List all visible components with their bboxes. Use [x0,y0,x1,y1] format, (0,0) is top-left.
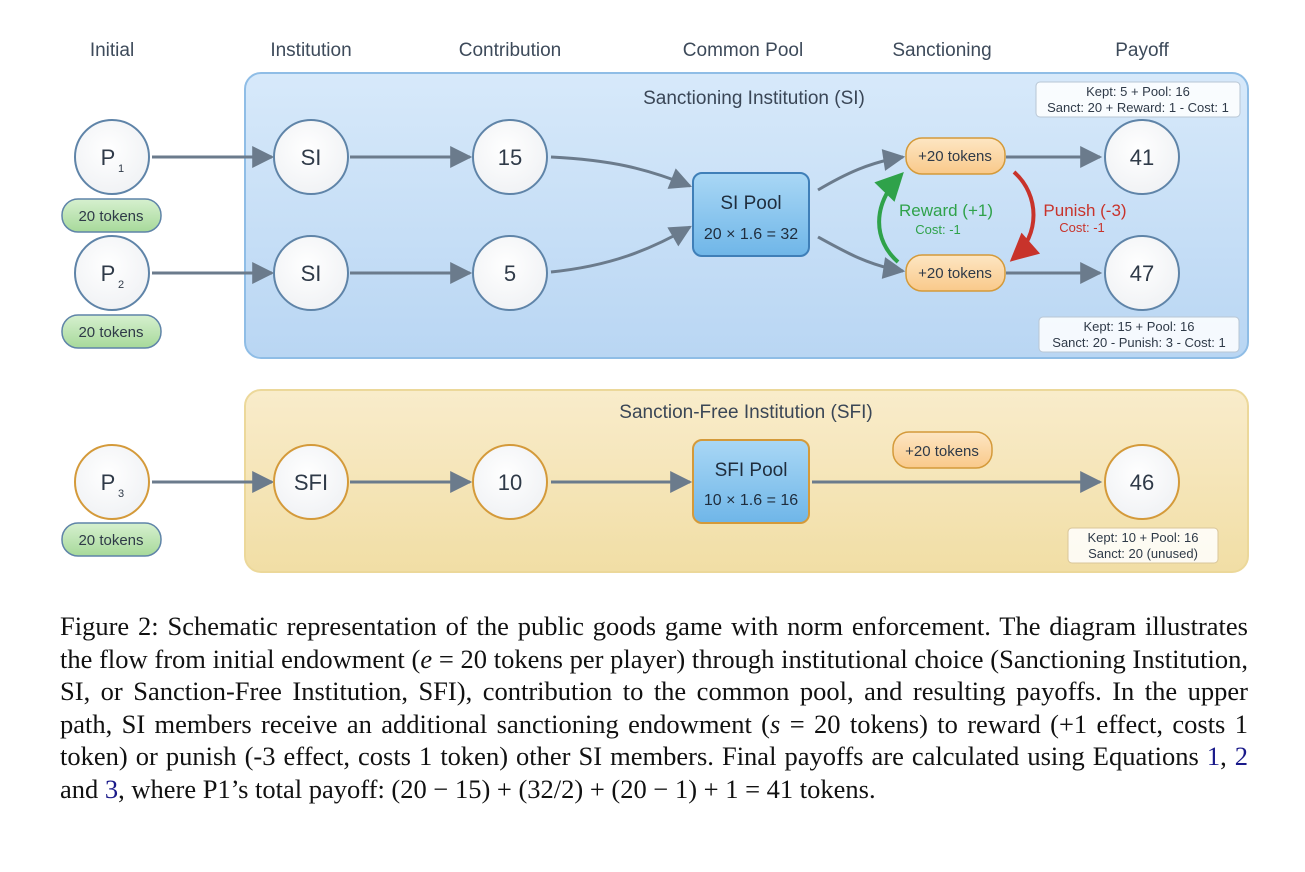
p1-endowment-label: 20 tokens [78,208,143,225]
punish-arrow [1009,170,1041,262]
institution-sfi-label: SFI [294,470,328,495]
payoff-note-p2-box [1038,316,1240,353]
col-header-common-pool: Common Pool [683,40,803,61]
player-p3-node [74,444,150,520]
payoff-note-p3-box [1067,527,1219,564]
sfi-pool-box [692,439,810,524]
figure-caption: Figure 2: Schematic representation of th… [60,610,1248,806]
caption-var-e: e [420,643,433,674]
payoff-label-p1: 41 [1130,145,1154,170]
caption-part-1: Figure 2: Schematic representation of th… [60,611,1248,674]
payoff-note-p1-box [1035,81,1241,118]
payoff-label-p2: 47 [1130,261,1154,286]
sfi-panel-title: Sanction-Free Institution (SFI) [619,402,872,423]
caption-sep-1: , [1220,741,1235,772]
caption-part-3: = 20 tokens) to reward (+1 effect, costs… [60,708,1248,772]
payoff-note-p2-line2: Sanct: 20 - Punish: 3 - Cost: 1 [1052,335,1225,350]
player-p1-node [74,119,150,195]
si-flow-arrows [152,146,1103,284]
player-p2-node [74,235,150,311]
arrow-15-to-pool [550,155,693,189]
col-header-initial: Initial [90,40,134,61]
col-header-sanctioning: Sanctioning [892,40,991,61]
payoff-node-p2 [1104,235,1180,311]
institution-si-label-1: SI [301,145,322,170]
p2-endowment-label: 20 tokens [78,324,143,341]
reward-label: Reward (+1) [899,201,993,220]
sanction-tokens-p2 [905,254,1006,292]
si-pool-calc: 20 × 1.6 = 32 [704,226,798,243]
sanction-tokens-p3-label: +20 tokens [905,443,979,460]
payoff-note-p1-line2: Sanct: 20 + Reward: 1 - Cost: 1 [1047,100,1229,115]
payoff-note-p3-line1: Kept: 10 + Pool: 16 [1088,530,1199,545]
contribution-label-p1: 15 [498,145,522,170]
player-p3-sub: 3 [118,488,124,500]
caption-part-4: , where P1’s total payoff: (20 − 15) + (… [118,773,876,804]
si-pool-box [692,172,810,257]
player-p1-sub: 1 [118,163,124,175]
p2-endowment-badge [61,314,162,349]
p3-endowment-badge [61,522,162,557]
punish-cost: Cost: -1 [1059,220,1105,235]
contribution-node-p2 [472,235,548,311]
contribution-node-p1 [472,119,548,195]
punish-label: Punish (-3) [1043,201,1126,220]
sanction-tokens-p2-label: +20 tokens [918,265,992,282]
player-p1-label: P [101,145,116,170]
sfi-pool-calc: 10 × 1.6 = 16 [704,492,798,509]
col-header-payoff: Payoff [1115,40,1169,61]
p3-endowment-label: 20 tokens [78,532,143,549]
si-panel-title: Sanctioning Institution (SI) [643,88,865,109]
payoff-note-p1-line1: Kept: 5 + Pool: 16 [1086,84,1190,99]
caption-part-2: = 20 tokens per player) through institut… [60,643,1248,739]
payoff-node-p3 [1104,444,1180,520]
si-pool-label: SI Pool [720,193,781,214]
equation-ref-1[interactable]: 1 [1206,741,1221,772]
player-p3-label: P [101,470,116,495]
caption-var-s: s [770,708,781,739]
equation-ref-2[interactable]: 2 [1234,741,1248,772]
institution-si-node-1 [273,119,349,195]
sanction-tokens-p3 [892,431,993,469]
p1-endowment-badge [61,198,162,233]
sfi-pool-label: SFI Pool [715,460,788,481]
caption-sep-2: and [60,773,105,804]
reward-arrow [874,171,904,264]
institution-sfi-node [273,444,349,520]
sanction-tokens-p1-label: +20 tokens [918,148,992,165]
arrow-pool-to-tok2 [817,235,906,279]
contribution-label-p3: 10 [498,470,522,495]
player-p2-sub: 2 [118,279,124,291]
col-header-contribution: Contribution [459,40,561,61]
diagram: Initial Institution Contribution Common … [61,40,1249,573]
contribution-label-p2: 5 [504,261,516,286]
institution-si-node-2 [273,235,349,311]
institution-si-label-2: SI [301,261,322,286]
arrow-5-to-pool [550,225,692,274]
reward-cost: Cost: -1 [915,222,961,237]
payoff-node-p1 [1104,119,1180,195]
payoff-label-p3: 46 [1130,470,1154,495]
equation-ref-3[interactable]: 3 [104,773,119,804]
payoff-note-p2-line1: Kept: 15 + Pool: 16 [1084,319,1195,334]
sanction-tokens-p1 [905,137,1006,175]
contribution-node-p3 [472,444,548,520]
col-header-institution: Institution [270,40,351,61]
player-p2-label: P [101,261,116,286]
payoff-note-p3-line2: Sanct: 20 (unused) [1088,546,1198,561]
arrow-pool-to-tok1 [817,149,906,192]
